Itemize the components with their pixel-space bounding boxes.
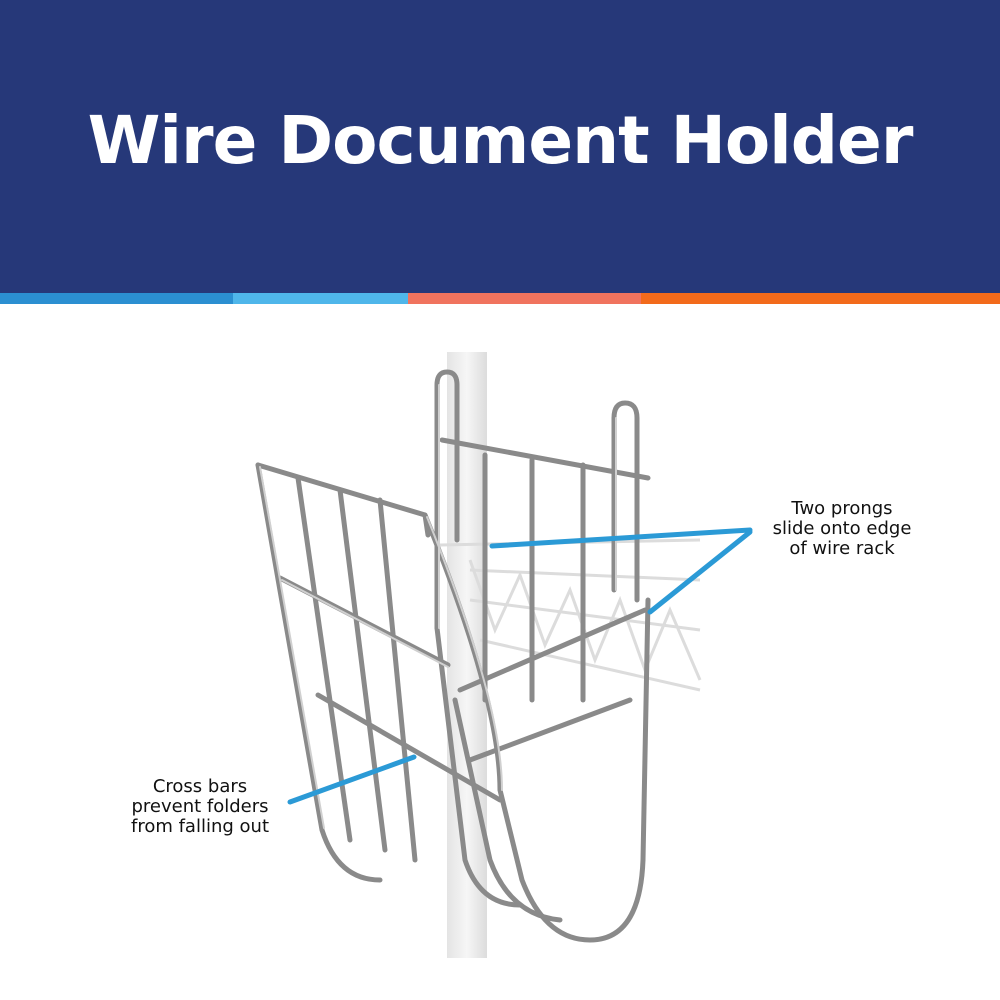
stripe-segment-orange [641, 293, 1000, 304]
stripe-segment-light-blue [233, 293, 408, 304]
accent-stripe [0, 293, 1000, 304]
callout-crossbars: Cross bars prevent folders from falling … [105, 777, 295, 837]
pointer-prong-lower [647, 529, 753, 615]
stripe-segment-blue [0, 293, 233, 304]
callout-crossbars-line-2: prevent folders [131, 796, 269, 817]
header-banner: Wire Document Holder [0, 0, 1000, 293]
callout-crossbars-line-3: from falling out [130, 816, 269, 837]
pointer-prong-upper [489, 527, 753, 549]
page-title: Wire Document Holder [87, 102, 914, 179]
stripe-segment-salmon [408, 293, 641, 304]
pointer-crossbars [287, 754, 417, 805]
callout-prongs-line-2: slide onto edge [772, 518, 912, 539]
document-holder [255, 369, 651, 943]
callout-crossbars-line-1: Cross bars [152, 776, 248, 797]
callout-prongs-line-1: Two prongs [791, 498, 893, 519]
callout-prongs-line-3: of wire rack [789, 538, 895, 559]
product-photo [255, 352, 753, 958]
callout-pointers [287, 527, 753, 805]
callout-prongs: Two prongs slide onto edge of wire rack [752, 499, 932, 559]
